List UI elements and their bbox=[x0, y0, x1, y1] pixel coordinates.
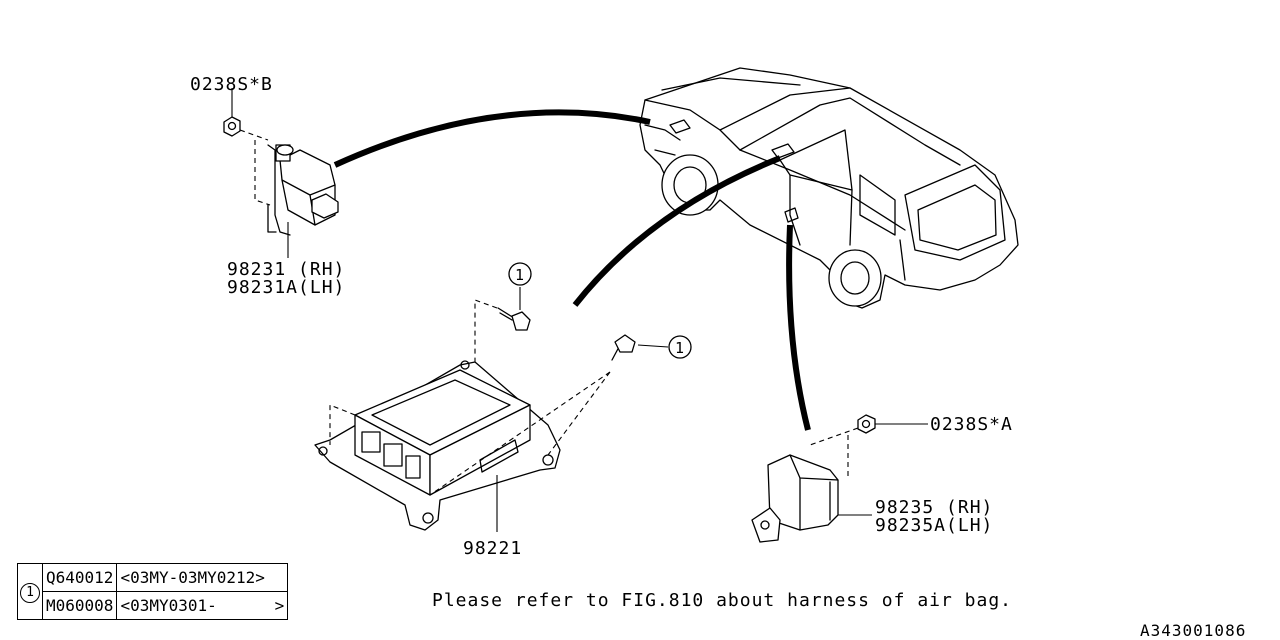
dashed-guide-bolt-top bbox=[474, 299, 498, 362]
legend-part-number: Q640012 bbox=[41, 563, 118, 592]
bolt-top bbox=[497, 307, 531, 331]
label-nut-b: 0238S*B bbox=[190, 74, 273, 95]
legend-ref-callout: 1 bbox=[20, 582, 40, 603]
harness-note: Please refer to FIG.810 about harness of… bbox=[432, 590, 1013, 611]
figure-code: A343001086 bbox=[1140, 621, 1247, 640]
nut-b bbox=[223, 116, 241, 137]
legend-range: <03MY0301- > bbox=[116, 591, 289, 620]
callout-top: 1 bbox=[508, 262, 532, 286]
legend-ref-cell: 1 bbox=[17, 563, 43, 620]
airbag-control-unit bbox=[314, 360, 561, 531]
legend-row: 1 Q640012 <03MY-03MY0212> bbox=[17, 563, 289, 620]
label-nut-a: 0238S*A bbox=[930, 414, 1013, 435]
dashed-guide-bolt-right bbox=[429, 371, 611, 496]
dashed-guide-side bbox=[809, 427, 859, 478]
svg-text:1: 1 bbox=[515, 266, 525, 284]
vehicle-illustration bbox=[639, 67, 1019, 309]
legend-table: 1 Q640012 <03MY-03MY0212> M060008 <03MY0… bbox=[17, 563, 289, 620]
harness-lines bbox=[333, 109, 811, 431]
bolt-right bbox=[611, 334, 636, 361]
side-sensor bbox=[751, 454, 839, 543]
legend-part-number: M060008 bbox=[41, 591, 118, 620]
label-front-sensor-rh: 98231 (RH) bbox=[227, 259, 345, 280]
callout-right: 1 bbox=[668, 335, 692, 359]
svg-text:1: 1 bbox=[675, 339, 685, 357]
legend-row: M060008 <03MY0301- > bbox=[18, 591, 289, 620]
dashed-guide-front bbox=[239, 129, 271, 206]
label-front-sensor-lh: 98231A(LH) bbox=[227, 277, 345, 298]
leader-callout-right bbox=[637, 344, 669, 348]
legend-range: <03MY-03MY0212> bbox=[116, 563, 289, 592]
label-control-unit: 98221 bbox=[463, 538, 522, 559]
nut-a bbox=[857, 414, 876, 434]
label-side-sensor-rh: 98235 (RH) bbox=[875, 497, 993, 518]
front-sensor bbox=[267, 144, 339, 236]
label-side-sensor-lh: 98235A(LH) bbox=[875, 515, 993, 536]
